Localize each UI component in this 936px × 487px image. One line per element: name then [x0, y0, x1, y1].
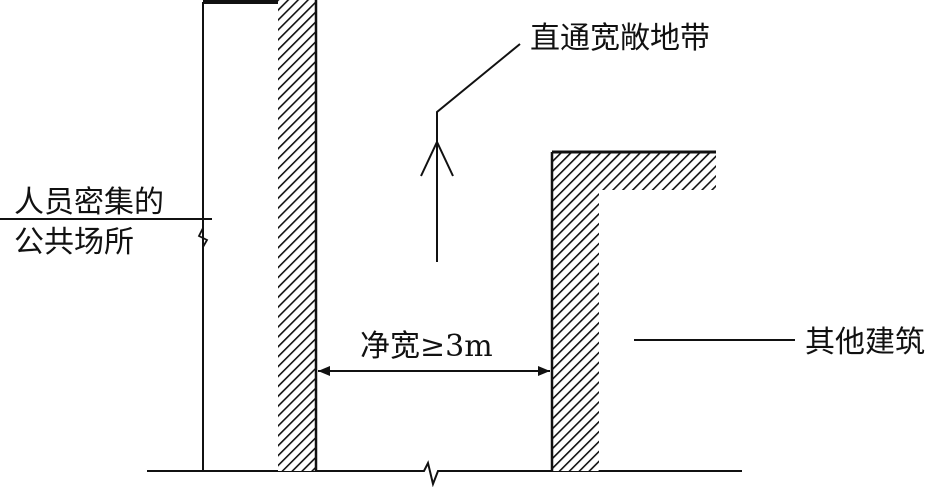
- crowded-building-wall-hatch: [278, 0, 316, 471]
- passage-leader-line: [436, 43, 521, 120]
- clear-width-label: 净宽≥3m: [360, 329, 493, 364]
- crowded-label-line2: 公共场所: [14, 225, 134, 260]
- crowded-public-building: [197, 0, 280, 471]
- other-building-wall-hatch: [552, 152, 716, 471]
- clear-width-dimension: [318, 366, 550, 376]
- other-building-label: 其他建筑: [805, 325, 925, 360]
- ground-line: [147, 460, 742, 487]
- crowded-label-line1: 人员密集的: [14, 185, 164, 220]
- passage-label: 直通宽敞地带: [530, 21, 710, 56]
- direction-arrow: [420, 120, 454, 262]
